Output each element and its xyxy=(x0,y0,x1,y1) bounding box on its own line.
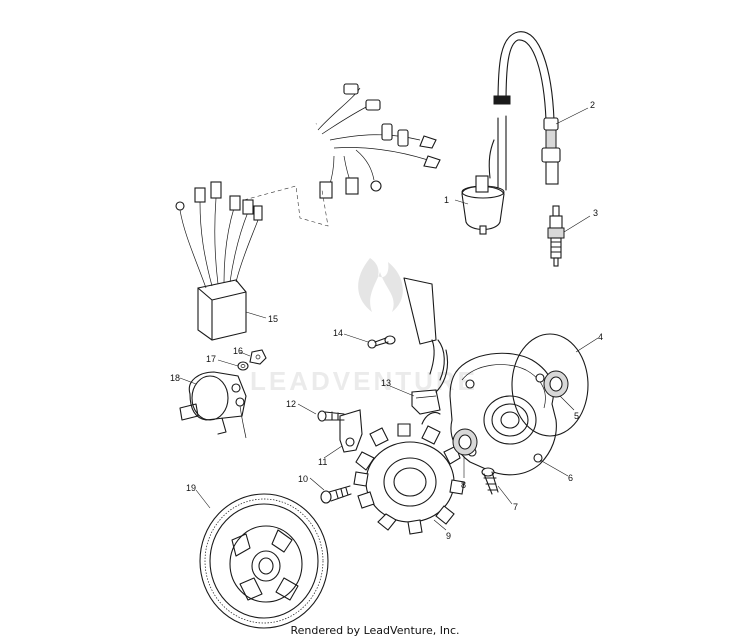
watermark: LEADVENTURE xyxy=(250,258,475,396)
callout-18: 18 xyxy=(170,373,180,383)
screw-12-part xyxy=(317,410,345,422)
bracket-part xyxy=(339,409,363,453)
callout-4: 4 xyxy=(598,332,603,342)
watermark-flame-icon xyxy=(358,258,403,312)
o-ring-part xyxy=(511,333,589,437)
callout-3: 3 xyxy=(593,208,598,218)
wiring-harness-part xyxy=(300,83,445,381)
callout-14: 14 xyxy=(333,328,343,338)
callout-8: 8 xyxy=(461,480,466,490)
spark-plug-cap-part xyxy=(493,31,561,185)
flywheel-part xyxy=(199,493,329,629)
callout-10: 10 xyxy=(298,474,308,484)
nut-part xyxy=(249,349,267,365)
leader-lines xyxy=(179,107,599,531)
callout-9: 9 xyxy=(446,531,451,541)
callout-15: 15 xyxy=(268,314,278,324)
callout-6: 6 xyxy=(568,473,573,483)
screw-14-part xyxy=(367,335,396,349)
callout-12: 12 xyxy=(286,399,296,409)
cdi-box-part xyxy=(175,181,263,341)
callout-16: 16 xyxy=(233,346,243,356)
callout-5: 5 xyxy=(574,411,579,421)
cdi-harness-link xyxy=(243,185,329,227)
ignition-coil-part xyxy=(461,115,507,235)
callout-1: 1 xyxy=(444,195,449,205)
callout-11: 11 xyxy=(318,457,327,467)
rendered-by-footer: Rendered by LeadVenture, Inc. xyxy=(290,624,460,637)
stator-part xyxy=(353,411,465,535)
callout-19: 19 xyxy=(186,483,196,493)
callout-labels: 1 2 3 4 5 6 7 8 9 10 11 12 13 14 15 16 1… xyxy=(170,100,603,541)
callout-7: 7 xyxy=(513,502,518,512)
seal-part xyxy=(543,370,569,398)
starter-solenoid-part xyxy=(179,371,247,439)
screw-7-part xyxy=(481,467,499,495)
washer-part xyxy=(237,361,249,371)
callout-17: 17 xyxy=(206,354,216,364)
pickup-coil-part xyxy=(411,349,449,415)
oil-seal-part xyxy=(452,428,478,456)
callout-2: 2 xyxy=(590,100,595,110)
spark-plug-part xyxy=(547,205,565,267)
callout-13: 13 xyxy=(381,378,391,388)
screw-10-part xyxy=(320,485,352,504)
